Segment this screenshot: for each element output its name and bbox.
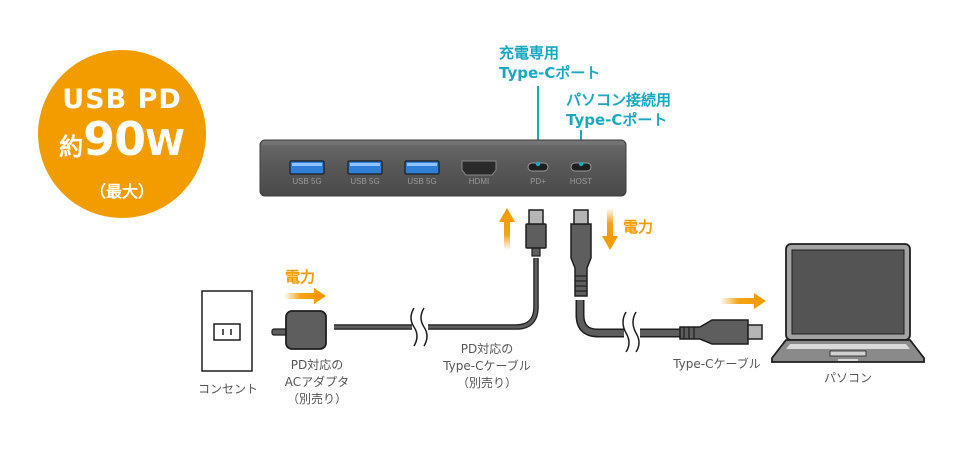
wall-outlet — [201, 290, 253, 372]
power-arrow-up — [499, 208, 515, 250]
port-label-usb-1: USB 5G — [292, 177, 322, 186]
badge-prefix: 約 — [59, 133, 84, 161]
caption-pd-cable-line1: PD対応の — [460, 342, 514, 356]
caption-outlet: コンセント — [197, 382, 258, 396]
caption-pd-cable-line3: （別売り） — [456, 376, 517, 390]
usb-pd-90w-badge: USB PD 約90W （最大） — [38, 50, 206, 218]
port-label-usb-2: USB 5G — [350, 177, 380, 186]
callout-charge-port: 充電専用 Type-Cポート — [499, 43, 600, 83]
power-label-input: 電力 — [285, 268, 316, 286]
power-arrow-down — [602, 208, 618, 250]
pd-type-c-cable — [334, 209, 547, 347]
badge-wattage: 約90W — [38, 112, 206, 166]
badge-unit: W — [145, 123, 185, 164]
usb-a-port-1 — [289, 160, 325, 175]
port-label-host: HOST — [569, 177, 593, 186]
usb-hub — [259, 139, 627, 197]
laptop-pc — [771, 243, 925, 363]
callout-host-sub: Type-Cポート — [566, 111, 668, 129]
port-label-hdmi: HDMI — [468, 177, 490, 186]
port-label-pd: PD+ — [530, 177, 546, 186]
badge-value: 90 — [83, 112, 146, 166]
callout-host-port: パソコン接続用 Type-Cポート — [566, 90, 671, 130]
host-type-c-cable — [570, 209, 763, 353]
port-label-usb-3: USB 5G — [407, 177, 437, 186]
callout-charge-title: 充電専用 — [499, 44, 560, 62]
ac-adapter — [271, 310, 327, 350]
caption-pc: パソコン — [823, 371, 872, 385]
usb-a-port-2 — [347, 160, 383, 175]
caption-adapter-line3: （別売り） — [286, 392, 347, 406]
callout-host-dot — [578, 161, 584, 167]
callout-charge-dot — [535, 161, 541, 167]
usb-a-port-3 — [404, 160, 440, 175]
caption-pd-cable: PD対応の Type-Cケーブル （別売り） — [432, 341, 542, 392]
callout-host-title: パソコン接続用 — [566, 91, 672, 109]
caption-host-cable: Type-Cケーブル — [673, 357, 761, 371]
power-arrow-right-2 — [720, 293, 766, 309]
badge-note: （最大） — [89, 182, 154, 201]
power-label-output: 電力 — [623, 218, 654, 236]
hdmi-port — [461, 160, 497, 176]
callout-charge-sub: Type-Cポート — [499, 64, 601, 82]
caption-pd-cable-line2: Type-Cケーブル — [443, 359, 531, 373]
caption-adapter-line2: ACアダプタ — [284, 375, 350, 389]
badge-title: USB PD — [62, 84, 182, 115]
caption-adapter: PD対応の ACアダプタ （別売り） — [272, 357, 362, 408]
caption-adapter-line1: PD対応の — [290, 358, 344, 372]
power-arrow-right-1 — [284, 288, 326, 304]
